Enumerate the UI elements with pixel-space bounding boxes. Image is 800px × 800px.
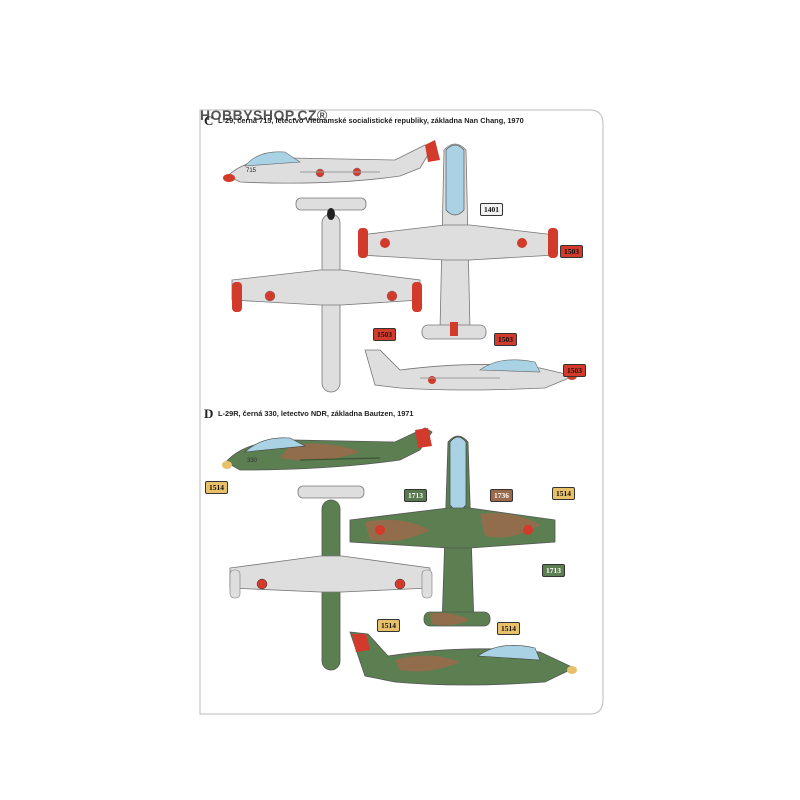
badge-1713-b: 1713	[542, 564, 565, 577]
side-view-d-top	[222, 427, 433, 471]
side-view-c-top	[223, 140, 440, 184]
side-number-d: 330	[247, 458, 258, 464]
section-d-letter: D	[204, 406, 214, 421]
badge-1503-a: 1503	[560, 245, 583, 258]
watermark: HOBBYSHOP.CZ®	[200, 107, 328, 123]
section-c-title: L-29, černá 715, letectvo Vietnamské soc…	[218, 116, 524, 125]
badge-1713-a: 1713	[404, 489, 427, 502]
sheet-border	[199, 109, 604, 715]
side-number-c: 715	[246, 168, 257, 174]
plan-view-d-left	[229, 485, 433, 671]
section-d-title: L-29R, černá 330, letectvo NDR, základna…	[218, 409, 414, 418]
badge-1736: 1736	[490, 489, 513, 502]
plan-view-d-right	[349, 435, 556, 627]
badge-1514-b: 1514	[552, 487, 575, 500]
badge-1401: 1401	[480, 203, 503, 216]
side-view-d-bottom	[349, 631, 577, 686]
section-c-letter: C	[204, 113, 214, 128]
badge-1514-c: 1514	[497, 622, 520, 635]
side-view-c-bottom	[364, 349, 577, 391]
plan-view-c-left	[231, 197, 422, 393]
badge-1503-c: 1503	[494, 333, 517, 346]
badge-1503-b: 1503	[373, 328, 396, 341]
badge-1503-d: 1503	[563, 364, 586, 377]
badge-1514-a: 1514	[205, 481, 228, 494]
plan-view-c-right	[358, 143, 558, 340]
badge-1514-d: 1514	[377, 619, 400, 632]
